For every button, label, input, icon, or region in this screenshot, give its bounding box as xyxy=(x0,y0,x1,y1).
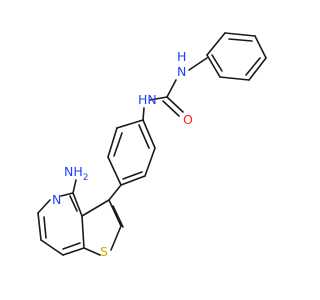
bond xyxy=(166,79,177,98)
urea-nh-lower-n: N xyxy=(147,92,156,107)
bond xyxy=(228,38,253,42)
urea-nh-upper-h-label: H xyxy=(177,49,186,64)
bond xyxy=(81,199,110,217)
bond xyxy=(166,96,184,113)
bond xyxy=(219,76,250,81)
bond xyxy=(138,124,150,149)
bond xyxy=(60,192,74,197)
bond xyxy=(72,192,83,217)
bond xyxy=(188,57,208,71)
structure-drawing: NH2 N S HN N H O xyxy=(37,32,267,259)
bond xyxy=(122,171,143,180)
carbonyl-o-label: O xyxy=(183,112,193,127)
molecule-canvas: NH2 N S HN N H O xyxy=(37,32,267,259)
bond xyxy=(37,212,42,241)
bond xyxy=(206,32,226,56)
amine-nh2-text: NH xyxy=(64,164,83,179)
bond xyxy=(144,147,156,177)
bonds xyxy=(37,32,267,256)
bond xyxy=(248,57,267,81)
bond xyxy=(62,247,85,256)
bond xyxy=(107,127,118,158)
amine-nh2-label: NH2 xyxy=(64,164,88,183)
urea-nh-lower-h: H xyxy=(138,92,147,107)
bond xyxy=(81,215,85,249)
bond xyxy=(224,32,256,37)
bond xyxy=(110,225,122,251)
bond xyxy=(162,100,180,117)
thiophene-s-label: S xyxy=(100,244,108,259)
bond xyxy=(142,107,145,121)
bond xyxy=(43,216,47,239)
urea-nh-lower-label: HN xyxy=(138,92,157,107)
bond xyxy=(108,184,122,201)
bond xyxy=(254,35,267,59)
bond xyxy=(107,156,122,186)
urea-nh-upper-n-label: N xyxy=(177,64,186,79)
bond xyxy=(37,199,51,214)
bond xyxy=(112,205,124,228)
bond xyxy=(83,247,101,256)
atom-labels: NH2 N S HN N H O xyxy=(52,49,193,259)
bond xyxy=(149,96,168,101)
bond xyxy=(40,239,64,256)
bond xyxy=(62,242,81,250)
bond xyxy=(72,179,77,194)
pyridine-n-label: N xyxy=(52,192,61,207)
bond xyxy=(206,54,221,78)
bond xyxy=(116,119,144,129)
bond xyxy=(211,54,223,72)
bond xyxy=(142,119,156,149)
bond xyxy=(245,57,261,76)
amine-nh2-subscript: 2 xyxy=(83,173,89,183)
bond xyxy=(69,195,78,212)
bond xyxy=(120,175,146,186)
bond xyxy=(113,132,123,157)
bond xyxy=(108,199,122,227)
